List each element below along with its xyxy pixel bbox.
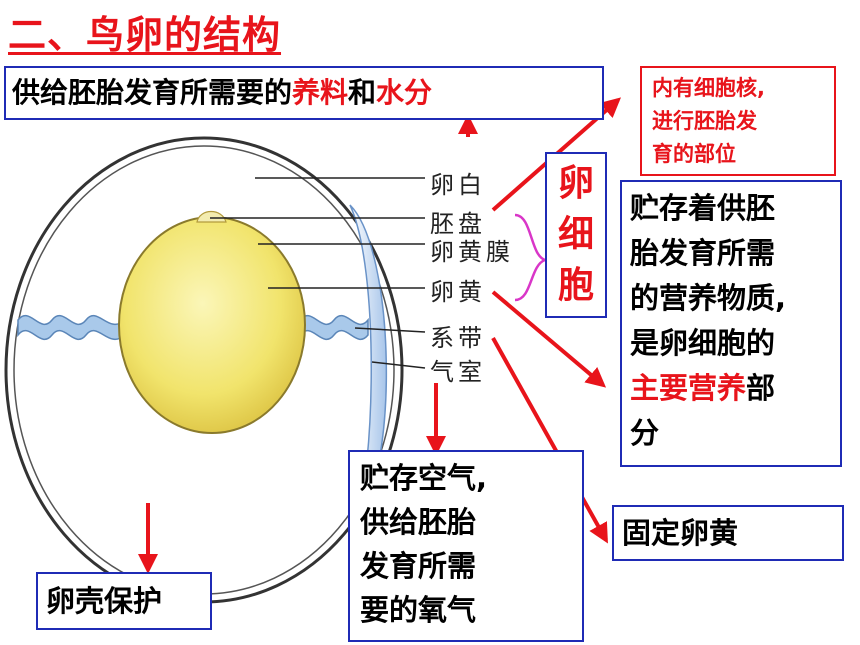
air-cell-function-box: 贮存空气, 供给胚胎 发育所需 要的氧气	[348, 450, 584, 642]
label-yolk: 卵黄	[430, 278, 486, 306]
air-line-4: 要的氧气	[360, 593, 477, 627]
shell-function-box: 卵壳保护	[36, 572, 212, 630]
chalaza-right	[299, 314, 369, 341]
chalaza-function-text: 固定卵黄	[622, 516, 739, 550]
germinal-disc	[196, 210, 227, 223]
part-text: 部	[746, 371, 776, 405]
albumen-function-box: 供给胚胎发育所需要的养料和水分	[4, 66, 604, 120]
egg-cell-char-1: 卵	[557, 163, 594, 204]
leader-lines	[210, 177, 426, 369]
yolk-line-5: 主要营养部	[630, 366, 840, 411]
germinal-disc-function-box: 内有细胞核, 进行胚胎发 育的部位	[640, 66, 836, 176]
yolk-line-6: 分	[630, 416, 660, 450]
label-chalaza: 系带	[430, 324, 486, 352]
air-line-1: 贮存空气,	[360, 461, 488, 495]
air-line-3: 发育所需	[360, 549, 477, 583]
air-line-2: 供给胚胎	[360, 505, 477, 539]
egg-cell-box: 卵 细 胞	[545, 152, 607, 318]
shell-function-text: 卵壳保护	[46, 584, 163, 618]
yolk-function-box: 贮存着供胚 胎发育所需 的营养物质, 是卵细胞的 主要营养部 分	[620, 180, 842, 467]
yolk-line-1: 贮存着供胚	[630, 191, 776, 225]
yolk-line-4: 是卵细胞的	[630, 326, 776, 360]
nucleus-line-1: 内有细胞核,	[652, 76, 765, 100]
page-title: 二、鸟卵的结构	[8, 13, 282, 57]
nucleus-line-3: 育的部位	[652, 142, 736, 166]
egg-cell-char-2: 细	[557, 214, 594, 255]
egg-cell-bracket	[514, 213, 549, 302]
nutrients-text: 养料	[292, 76, 349, 109]
nucleus-line-2: 进行胚胎发	[652, 109, 757, 133]
albumen-function-text: 供给胚胎发育所需要的	[12, 76, 293, 109]
main-nutrition-text: 主要营养	[630, 371, 747, 405]
label-germinal-disc: 胚盘	[430, 210, 486, 238]
water-text: 水分	[376, 76, 433, 109]
yolk	[118, 216, 306, 434]
and-text: 和	[348, 76, 377, 109]
chalaza-function-box: 固定卵黄	[612, 505, 844, 561]
label-yolk-membrane: 卵黄膜	[430, 238, 514, 266]
yolk-line-3: 的营养物质,	[630, 281, 787, 315]
yolk-line-2: 胎发育所需	[630, 236, 776, 270]
egg-cell-char-3: 胞	[557, 265, 594, 306]
label-air-cell: 气室	[430, 358, 486, 386]
label-albumen: 卵白	[430, 171, 486, 199]
